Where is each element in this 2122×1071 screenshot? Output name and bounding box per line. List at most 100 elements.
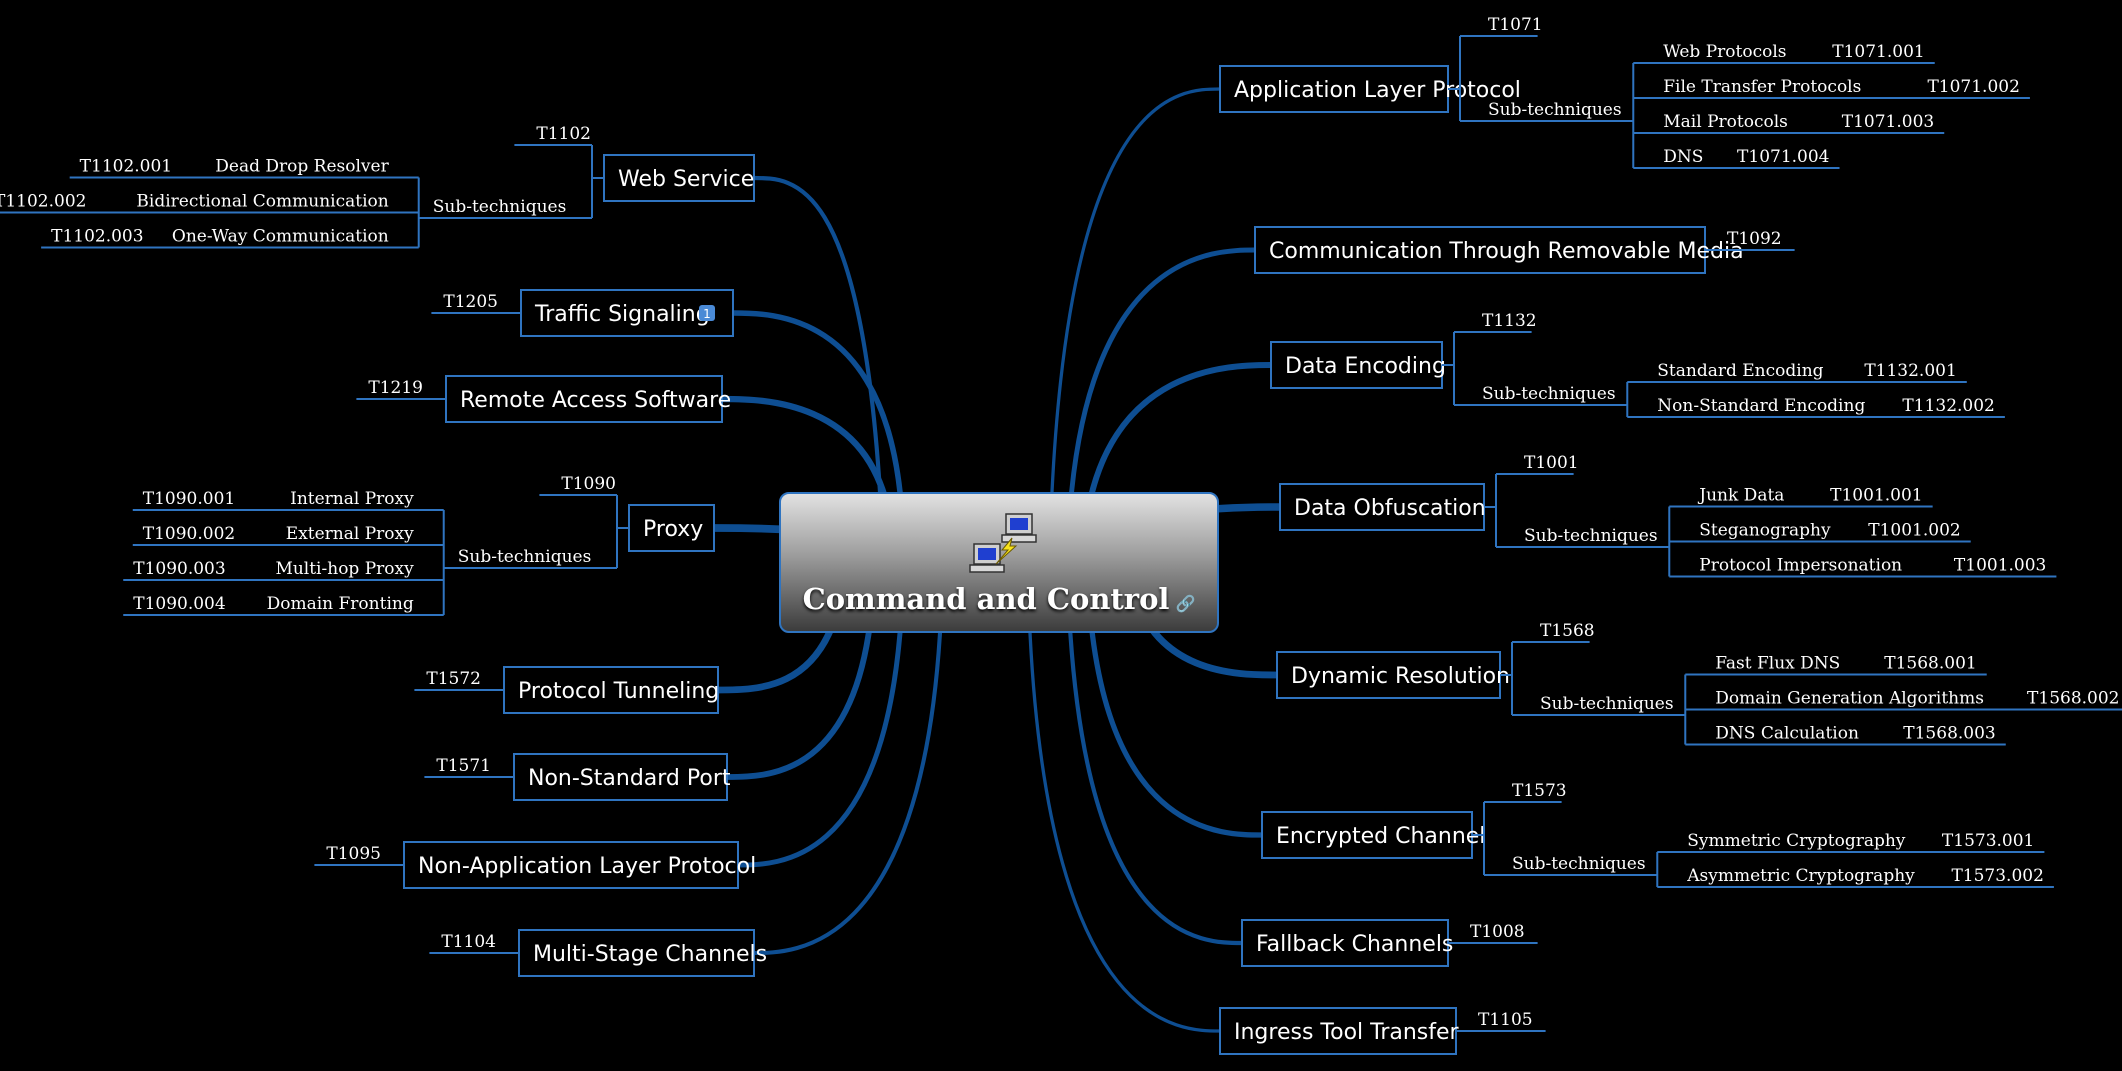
sub-technique-id: T1071.002 bbox=[1927, 77, 2019, 97]
topic-label: Proxy bbox=[643, 517, 703, 542]
info-badge-icon[interactable] bbox=[699, 305, 715, 321]
sub-technique-id: T1071.004 bbox=[1737, 147, 1829, 167]
topic-label: Communication Through Removable Media bbox=[1269, 239, 1744, 264]
branch-connector bbox=[735, 630, 903, 868]
topic-box[interactable] bbox=[1254, 226, 1706, 274]
technique-id: T1092 bbox=[1727, 229, 1782, 249]
topic-label: Ingress Tool Transfer bbox=[1234, 1020, 1460, 1045]
branch-connector bbox=[1087, 609, 1265, 838]
branch-connector bbox=[751, 175, 883, 495]
sub-technique-id: T1568.002 bbox=[2027, 689, 2119, 709]
sub-techniques-label: Sub-techniques bbox=[1482, 384, 1616, 404]
technique-id: T1568 bbox=[1540, 621, 1595, 641]
topic-box[interactable] bbox=[403, 841, 739, 889]
topic-box[interactable] bbox=[445, 375, 723, 423]
sub-technique-name: Bidirectional Communication bbox=[136, 192, 388, 212]
sub-technique-id: T1090.001 bbox=[143, 489, 235, 509]
topic-t1071[interactable]: Application Layer ProtocolT1071Sub-techn… bbox=[1219, 15, 2030, 169]
topic-box[interactable] bbox=[628, 504, 715, 552]
topic-label: Non-Application Layer Protocol bbox=[418, 854, 756, 879]
branch-connector bbox=[1067, 247, 1258, 513]
branch-connector bbox=[718, 395, 894, 524]
topic-label: Data Encoding bbox=[1285, 354, 1446, 379]
central-topic-label: Command and Control bbox=[802, 582, 1170, 616]
sub-techniques-label: Sub-techniques bbox=[1512, 854, 1646, 874]
sub-technique-id: T1568.003 bbox=[1903, 724, 1995, 744]
sub-technique-t1001-001[interactable]: Junk Data T1001.001 bbox=[1697, 486, 1922, 506]
topic-box[interactable] bbox=[503, 666, 719, 714]
topic-label: Dynamic Resolution bbox=[1291, 664, 1510, 689]
topic-box[interactable] bbox=[1219, 1007, 1457, 1055]
sub-techniques-label: Sub-techniques bbox=[1540, 694, 1674, 714]
sub-technique-id: T1071.003 bbox=[1842, 112, 1934, 132]
link-icon[interactable]: 🔗 bbox=[1175, 594, 1196, 613]
technique-id: T1132 bbox=[1482, 311, 1537, 331]
sub-techniques-label: Sub-techniques bbox=[1524, 526, 1658, 546]
sub-technique-name: File Transfer Protocols bbox=[1663, 77, 1861, 97]
topic-box[interactable] bbox=[1270, 341, 1443, 389]
branch-connector bbox=[1050, 87, 1222, 494]
central-topic[interactable]: Command and Control 🔗 bbox=[779, 492, 1219, 633]
info-badge-label: 1 bbox=[703, 307, 711, 321]
sub-technique-name: Junk Data bbox=[1697, 486, 1784, 506]
sub-technique-t1071-002[interactable]: File Transfer Protocols T1071.002 bbox=[1663, 77, 2020, 97]
sub-technique-t1102-001[interactable]: Dead Drop Resolver T1102.001 bbox=[80, 157, 390, 177]
topic-box[interactable] bbox=[1279, 483, 1485, 531]
topic-box[interactable] bbox=[1261, 811, 1473, 859]
topic-t1573[interactable]: Encrypted ChannelT1573Sub-techniquesSymm… bbox=[1261, 781, 2054, 888]
topic-box[interactable] bbox=[513, 753, 728, 801]
topic-box[interactable] bbox=[1276, 651, 1501, 699]
topic-label: Non-Standard Port bbox=[528, 766, 731, 791]
sub-technique-id: T1102.001 bbox=[80, 157, 172, 177]
topic-label: Fallback Channels bbox=[1256, 932, 1453, 957]
sub-technique-name: Dead Drop Resolver bbox=[215, 157, 389, 177]
sub-technique-name: External Proxy bbox=[286, 524, 414, 544]
sub-technique-name: Mail Protocols bbox=[1663, 112, 1788, 132]
sub-technique-t1071-003[interactable]: Mail Protocols T1071.003 bbox=[1663, 112, 1934, 132]
sub-technique-name: Multi-hop Proxy bbox=[275, 559, 414, 579]
sub-technique-t1090-002[interactable]: External Proxy T1090.002 bbox=[143, 524, 414, 544]
topic-t1001[interactable]: Data ObfuscationT1001Sub-techniquesJunk … bbox=[1279, 453, 2057, 578]
topic-box[interactable] bbox=[1219, 65, 1449, 113]
branch-connector bbox=[751, 630, 943, 956]
sub-technique-id: T1090.002 bbox=[143, 524, 235, 544]
technique-id: T1001 bbox=[1524, 453, 1579, 473]
topic-t1092[interactable]: Communication Through Removable MediaT10… bbox=[1254, 226, 1795, 274]
technique-id: T1090 bbox=[561, 474, 616, 494]
sub-technique-id: T1001.001 bbox=[1830, 486, 1922, 506]
sub-techniques-label: Sub-techniques bbox=[458, 547, 592, 567]
topics-group: Application Layer ProtocolT1071Sub-techn… bbox=[0, 15, 2122, 1055]
sub-technique-id: T1132.002 bbox=[1902, 396, 1994, 416]
sub-technique-id: T1573.002 bbox=[1951, 866, 2043, 886]
topic-box[interactable] bbox=[603, 154, 755, 202]
